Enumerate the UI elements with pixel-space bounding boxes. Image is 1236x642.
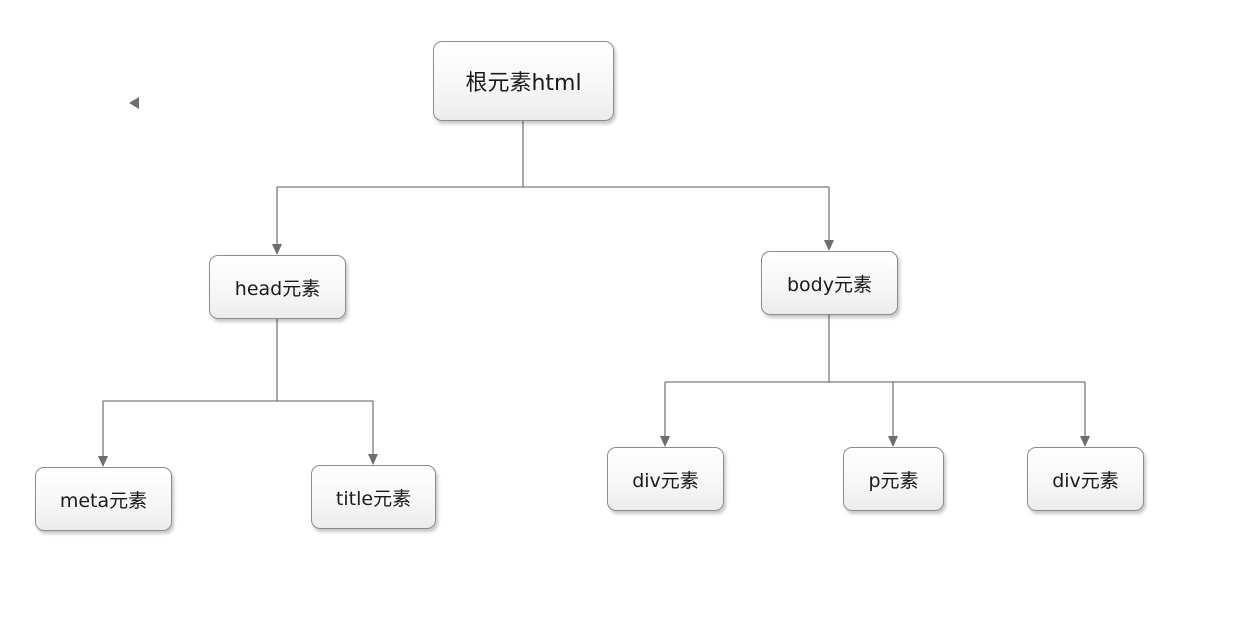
node-root-html[interactable]: 根元素html	[433, 41, 614, 121]
arrowhead-title	[368, 454, 378, 465]
node-title-element[interactable]: title元素	[311, 465, 436, 529]
stray-triangle-marker	[129, 97, 139, 109]
node-meta-element[interactable]: meta元素	[35, 467, 172, 531]
arrowhead-div1	[660, 436, 670, 447]
arrowhead-p	[888, 436, 898, 447]
node-head-element[interactable]: head元素	[209, 255, 346, 319]
arrowhead-body	[824, 240, 834, 251]
node-div-element-2[interactable]: div元素	[1027, 447, 1144, 511]
arrowhead-div2	[1080, 436, 1090, 447]
arrowhead-head	[272, 244, 282, 255]
node-body-element[interactable]: body元素	[761, 251, 898, 315]
node-div-element-1[interactable]: div元素	[607, 447, 724, 511]
node-p-element[interactable]: p元素	[843, 447, 944, 511]
arrowhead-meta	[98, 456, 108, 467]
